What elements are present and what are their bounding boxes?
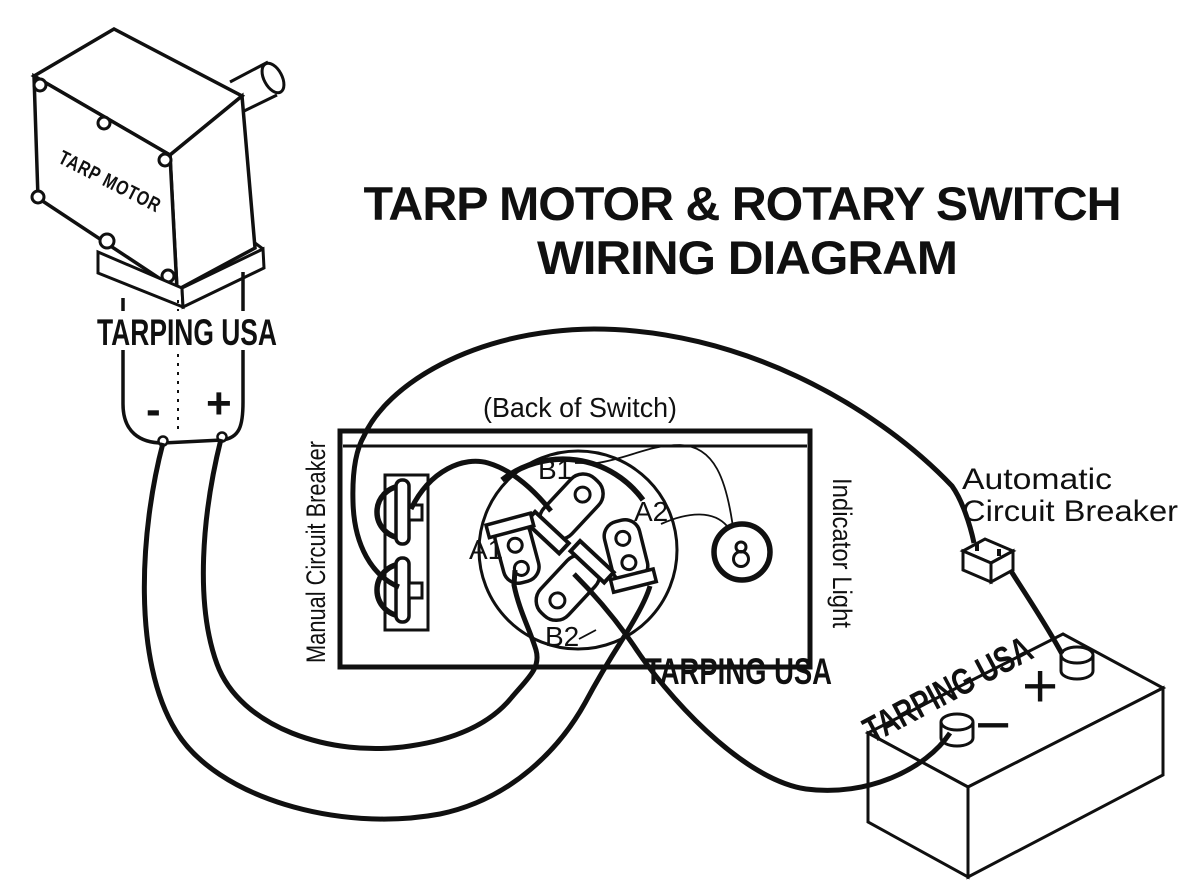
wire-manual-breaker-to-b1 [408, 458, 553, 513]
title-line-1: TARP MOTOR & ROTARY SWITCH [364, 177, 1121, 230]
motor-minus-label: - [146, 385, 161, 434]
terminal-lug-a1 [483, 511, 541, 585]
wiring [141, 326, 1065, 822]
motor-mount-bracket [96, 241, 266, 310]
motor-hidden-edge [32, 75, 40, 199]
motor-shaft [229, 60, 286, 115]
terminal-label-b1: B1 [538, 454, 572, 485]
wire-b1-to-indicator-light [575, 444, 735, 536]
motor-bolts [30, 77, 176, 284]
watermark-motor: TARPING USA [97, 312, 277, 353]
indicator-light-label: Indicator Light [827, 478, 857, 628]
watermark-1-backdrop [93, 311, 283, 350]
switch-panel: (Back of Switch) Manual Circuit Breaker … [301, 392, 857, 670]
terminal-lug-b1 [522, 472, 605, 557]
terminal-label-a1: A1 [469, 534, 503, 565]
wire-b2-to-battery-negative [572, 572, 953, 793]
indicator-light [711, 521, 773, 583]
terminal-lug-b2 [534, 538, 617, 623]
battery-plus-label: + [1022, 652, 1058, 721]
wire-manual-breaker-to-auto-breaker [350, 326, 977, 590]
auto-breaker-label-line1: Automatic [962, 463, 1112, 496]
panel-caption: (Back of Switch) [483, 392, 677, 423]
terminal-labels: B1 A1 A2 B2 [469, 454, 668, 652]
manual-circuit-breaker-label: Manual Circuit Breaker [301, 441, 331, 663]
automatic-circuit-breaker: Automatic Circuit Breaker [959, 463, 1178, 585]
rotary-switch-circle [477, 449, 679, 651]
battery-minus-label: − [975, 691, 1011, 760]
tarp-motor-drawing: TARP MOTOR - + [30, 26, 286, 447]
wire-auto-breaker-to-battery-positive [1008, 569, 1065, 656]
watermark-switch: TARPING USA [645, 651, 832, 692]
rotary-switch-circle-heavy-arc [500, 456, 646, 502]
battery-drawing: + − [864, 632, 1167, 880]
wire-motor-to-a1 [200, 438, 540, 752]
breaker-terminal-bottom [374, 556, 424, 624]
terminal-label-a2: A2 [634, 496, 668, 527]
auto-breaker-label-line2: Circuit Breaker [962, 495, 1178, 528]
terminal-label-b2: B2 [545, 621, 579, 652]
manual-circuit-breaker [374, 473, 430, 632]
battery-positive-post [1059, 645, 1095, 681]
diagram-title: TARP MOTOR & ROTARY SWITCH WIRING DIAGRA… [364, 177, 1122, 284]
motor-plus-label: + [206, 379, 232, 428]
wire-motor-to-a2 [141, 442, 653, 822]
b2-leader-line [578, 629, 597, 640]
title-line-2: WIRING DIAGRAM [537, 231, 957, 284]
battery-negative-post [939, 712, 975, 748]
battery-right-face [966, 685, 1165, 880]
terminal-lug-a2 [602, 517, 659, 595]
